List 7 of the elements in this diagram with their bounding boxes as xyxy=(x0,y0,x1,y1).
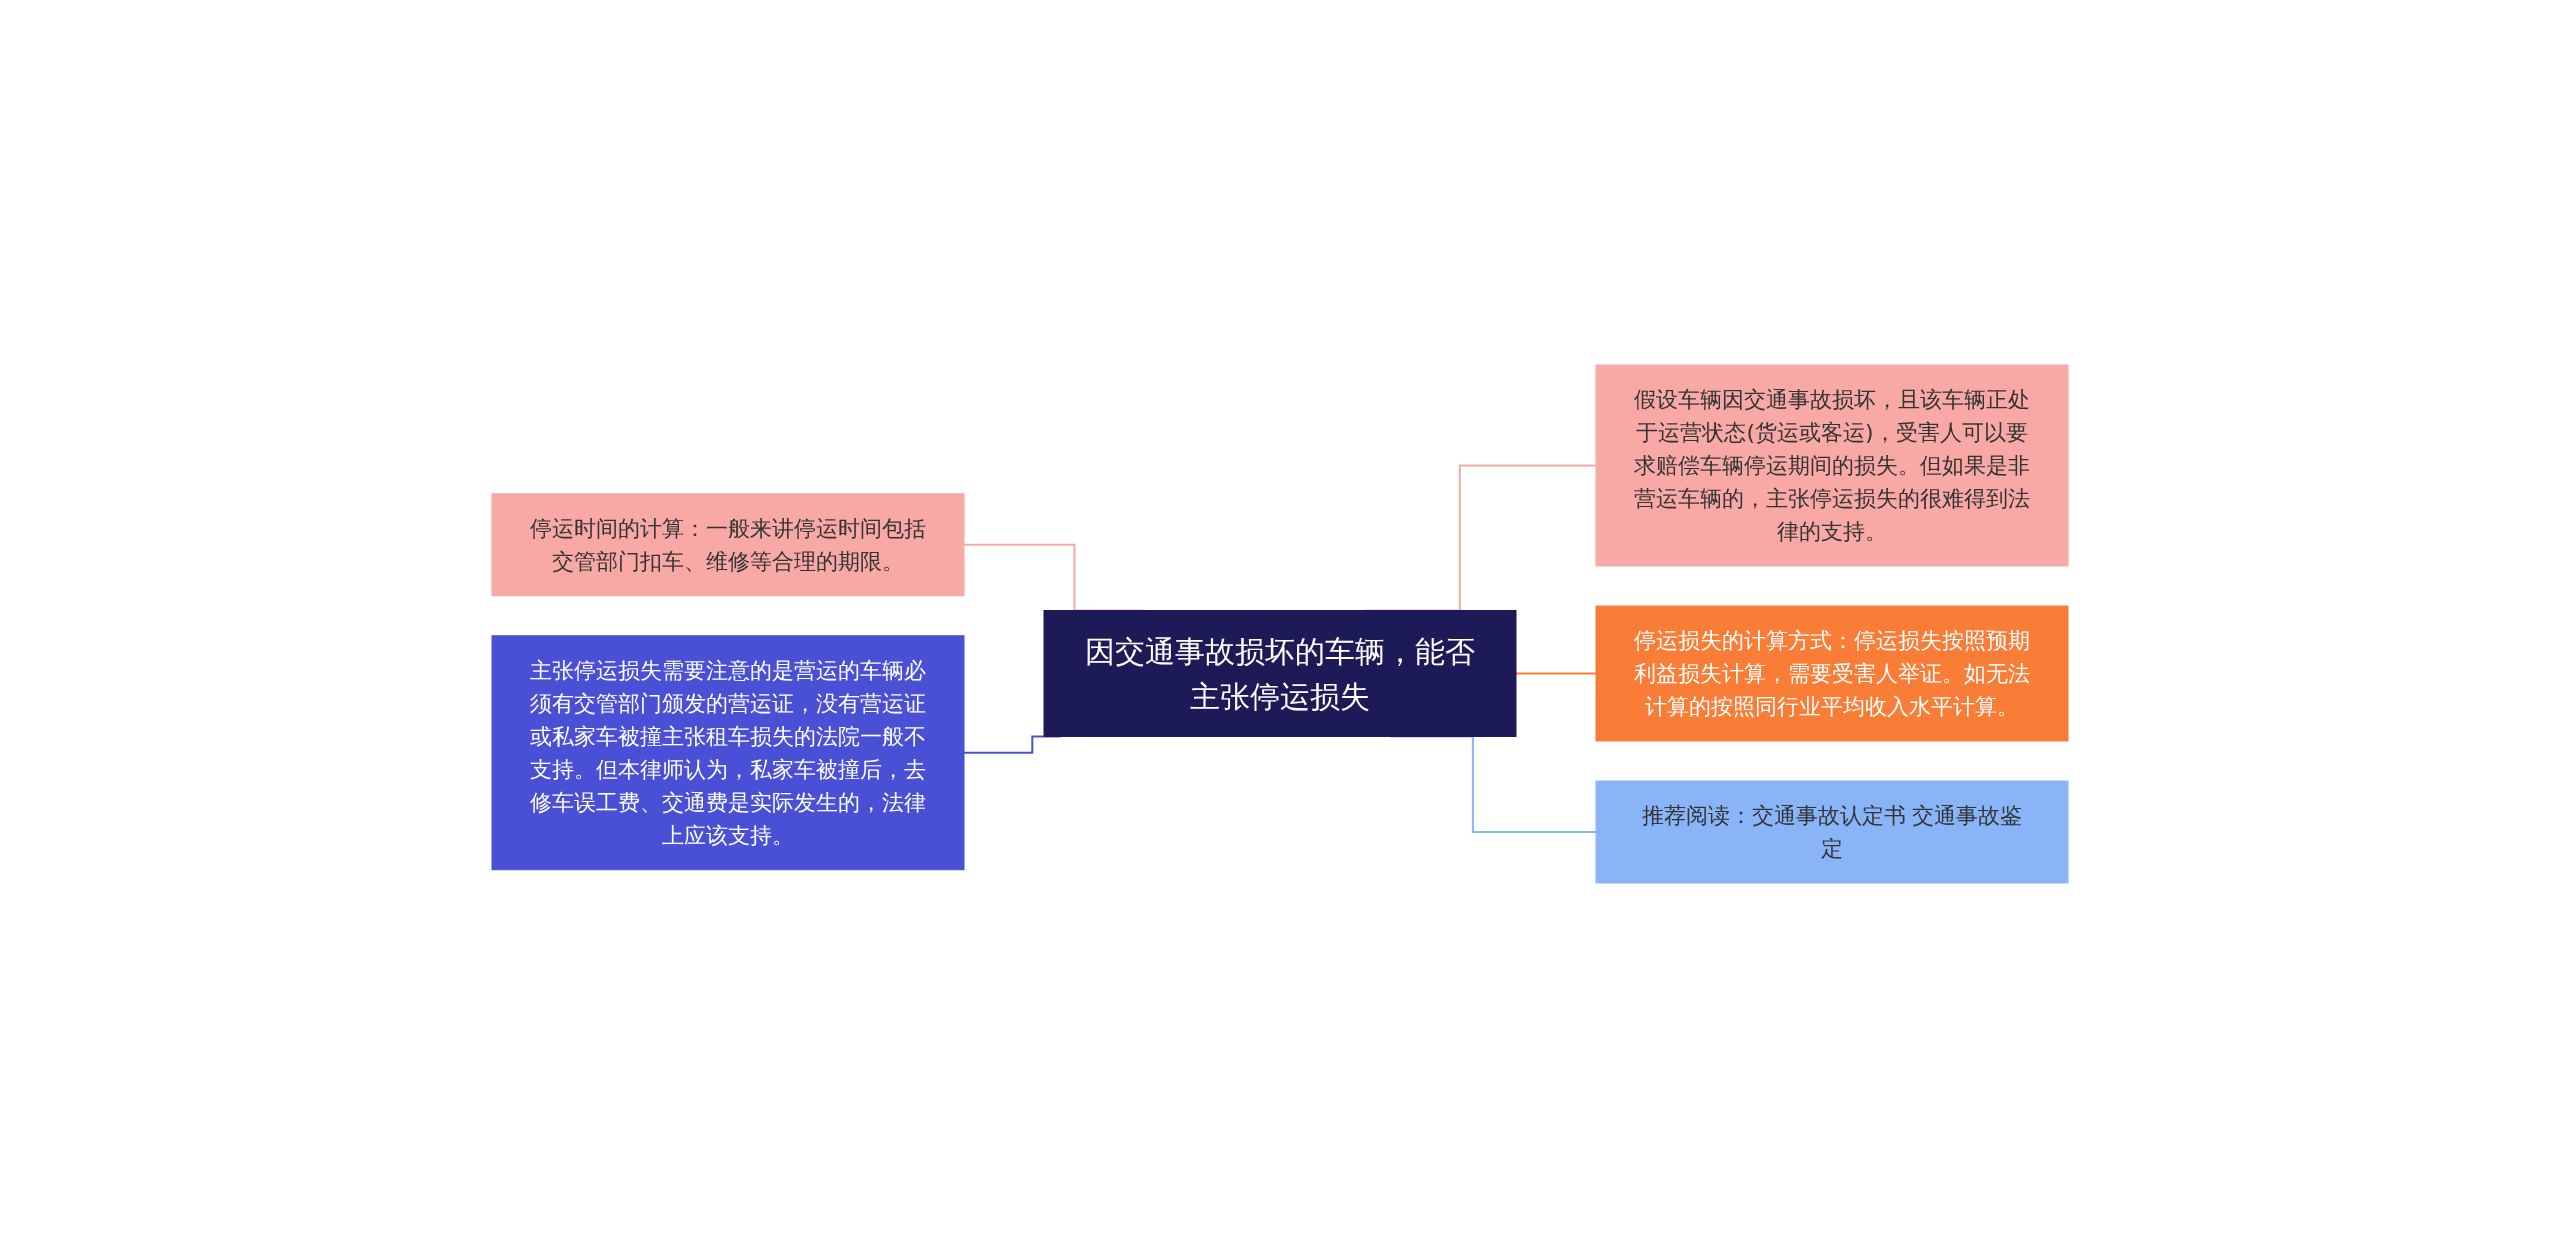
node-box xyxy=(491,634,965,870)
node-box xyxy=(1595,780,2069,883)
node-box xyxy=(1595,364,2069,566)
connector xyxy=(1515,672,1597,674)
node-box xyxy=(1595,605,2069,741)
node-box xyxy=(491,492,965,596)
node-box xyxy=(1043,609,1517,737)
